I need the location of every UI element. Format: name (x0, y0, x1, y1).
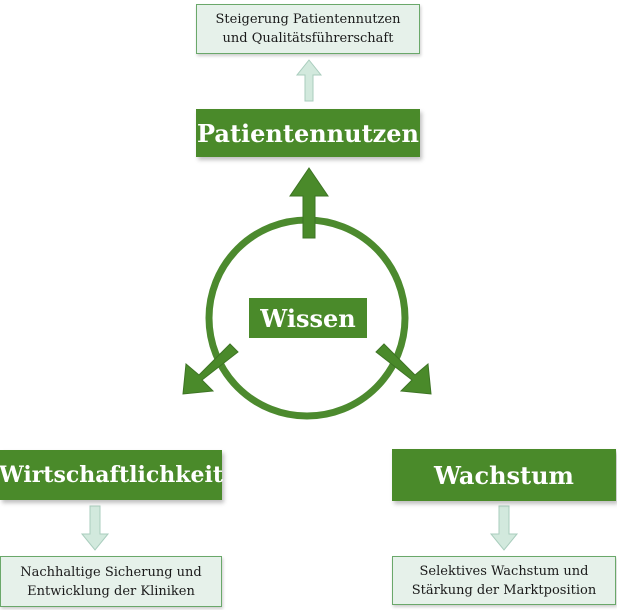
patient-benefit-note-line2: und Qualitätsführerschaft (222, 31, 394, 46)
arrow-up-icon (289, 167, 329, 239)
patient-benefit-label: Patientennutzen (196, 118, 419, 148)
growth-note-line2: Stärkung der Marktposition (411, 582, 597, 598)
knowledge-label: Wissen (260, 303, 356, 333)
arrow-down-left-icon (182, 343, 239, 395)
profitability-note-line1: Nachhaltige Sicherung und (20, 564, 202, 580)
growth-label: Wachstum (434, 460, 574, 490)
light-arrow-up-icon (295, 59, 323, 102)
profitability-label: Wirtschaftlichkeit (0, 462, 223, 488)
patient-benefit-note: Steigerung Patientennutzen und Qualitäts… (196, 4, 420, 54)
light-arrow-down-left-icon (80, 505, 110, 551)
growth-box: Wachstum (392, 449, 616, 501)
arrow-down-right-icon (375, 343, 432, 395)
growth-note: Selektives Wachstum und Stärkung der Mar… (392, 556, 616, 605)
knowledge-box: Wissen (249, 298, 367, 338)
patient-benefit-box: Patientennutzen (196, 109, 420, 157)
patient-benefit-note-line1: Steigerung Patientennutzen (215, 12, 401, 27)
profitability-note: Nachhaltige Sicherung und Entwicklung de… (0, 556, 222, 607)
profitability-note-line2: Entwicklung der Kliniken (27, 583, 195, 599)
profitability-box: Wirtschaftlichkeit (0, 450, 223, 500)
light-arrow-down-right-icon (489, 505, 519, 551)
growth-note-line1: Selektives Wachstum und (419, 563, 589, 579)
